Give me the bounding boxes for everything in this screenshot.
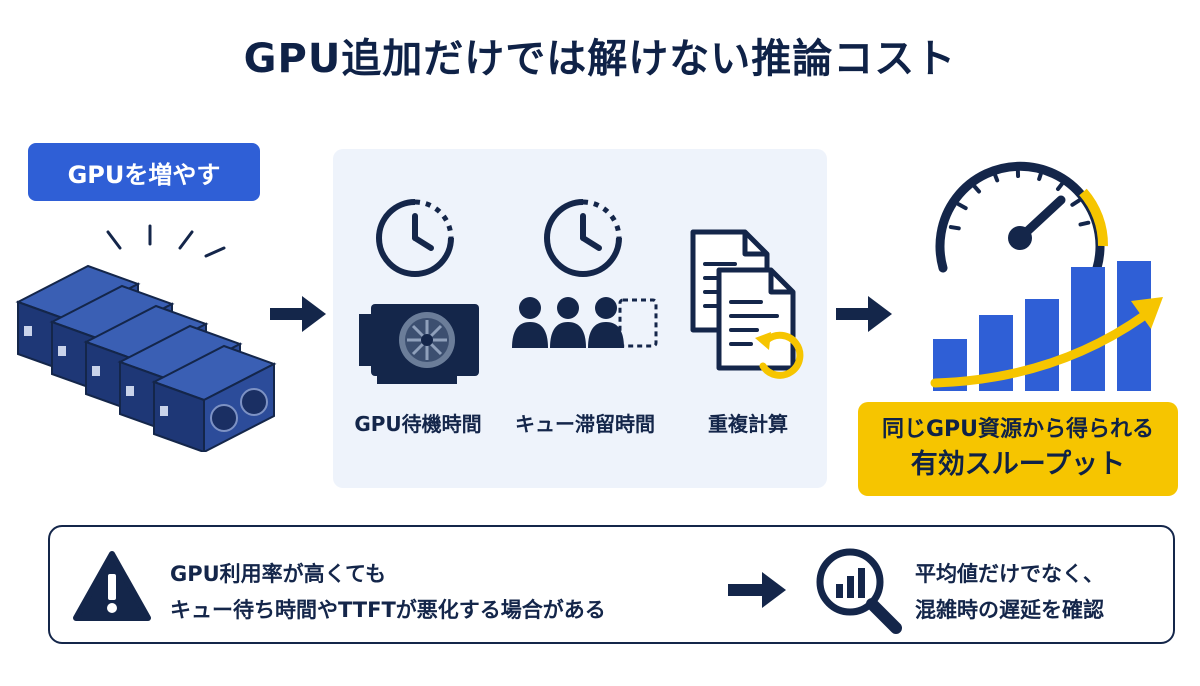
flow-arrow-3 <box>728 572 786 608</box>
warning-line-1: GPU利用率が高くても <box>170 562 386 586</box>
gauge-tick <box>1070 198 1082 207</box>
clock-gpu-icon <box>359 198 479 384</box>
effective-throughput-box: 同じGPU資源から得られる 有効スループット <box>858 402 1178 496</box>
speedometer-icon <box>935 161 1109 273</box>
gpu-idle-label: GPU待機時間 <box>354 412 482 436</box>
gauge-tick <box>992 170 1000 183</box>
result-line-2: 有効スループット <box>910 449 1126 480</box>
duplicate-compute-label: 重複計算 <box>708 412 788 436</box>
gpu-card <box>151 344 277 452</box>
check-line-1: 平均値だけでなく、 <box>915 562 1104 586</box>
gauge-tick <box>1056 180 1065 192</box>
gauge-tick <box>1037 169 1044 182</box>
gauge-tick <box>956 202 968 211</box>
insight-box <box>48 525 1175 644</box>
page-title: GPU追加だけでは解けない推論コスト <box>243 36 957 82</box>
warning-icon <box>73 551 151 621</box>
gauge-tick <box>948 225 961 231</box>
gpu-cards-icon <box>15 224 277 452</box>
rising-bar-chart-icon <box>930 261 1163 391</box>
flow-arrow-1 <box>270 296 326 332</box>
gauge-tick <box>971 183 981 194</box>
magnifier-chart-icon <box>816 548 902 634</box>
clock-queue-icon <box>512 198 658 348</box>
add-gpu-label: GPUを増やす <box>28 143 260 201</box>
check-text: 平均値だけでなく、 混雑時の遅延を確認 <box>915 556 1104 628</box>
gauge-tick <box>1078 220 1091 227</box>
result-line-1: 同じGPU資源から得られる <box>881 417 1155 442</box>
queue-wait-label: キュー滞留時間 <box>515 412 655 436</box>
duplicate-docs-icon <box>690 229 804 379</box>
warning-line-2: キュー待ち時間やTTFTが悪化する場合がある <box>170 598 606 622</box>
warning-text: GPU利用率が高くても キュー待ち時間やTTFTが悪化する場合がある <box>170 556 606 628</box>
flow-arrow-2 <box>836 296 892 332</box>
check-line-2: 混雑時の遅延を確認 <box>915 598 1104 622</box>
